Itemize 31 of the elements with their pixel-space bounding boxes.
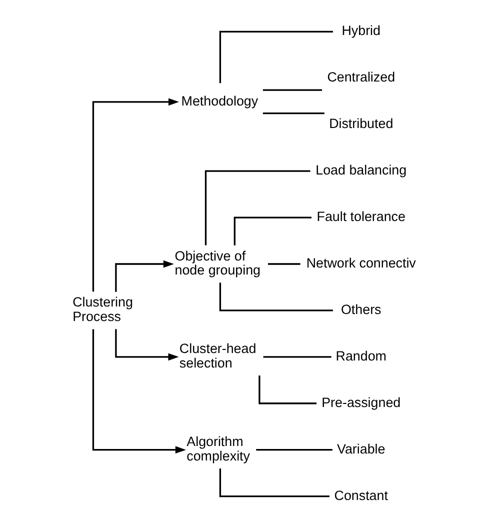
arrow xyxy=(115,260,174,292)
node-text: Others xyxy=(341,301,382,316)
node-text: Constant xyxy=(334,487,388,502)
node-text: Cluster-head selection xyxy=(179,340,256,370)
connector xyxy=(219,468,330,497)
connector xyxy=(234,216,312,245)
node-text: Methodology xyxy=(181,92,258,108)
node-text: Load balancing xyxy=(316,162,407,178)
node-text: Algorithm complexity xyxy=(186,434,250,464)
node-text: Centralized xyxy=(327,69,396,84)
node-text: Variable xyxy=(337,440,386,456)
connector xyxy=(219,282,333,311)
connector xyxy=(258,375,317,404)
arrow xyxy=(92,98,180,292)
connector xyxy=(262,112,324,114)
connector xyxy=(268,262,300,264)
arrow xyxy=(92,328,186,454)
connector xyxy=(219,30,333,83)
node-text: Fault tolerance xyxy=(316,208,406,224)
node-text: Distributed xyxy=(329,116,394,131)
node-text: Clustering Process xyxy=(72,294,133,324)
node-text: Random xyxy=(336,348,386,363)
node-text: Pre-assigned xyxy=(322,394,401,410)
node-text: Objective of node grouping xyxy=(174,248,261,278)
connector xyxy=(204,170,310,245)
node-text: Network connectiv xyxy=(306,255,416,270)
connector xyxy=(263,356,332,358)
node-text: Hybrid xyxy=(342,22,381,38)
connector xyxy=(256,448,332,450)
arrow xyxy=(115,328,179,360)
connector xyxy=(262,88,322,90)
